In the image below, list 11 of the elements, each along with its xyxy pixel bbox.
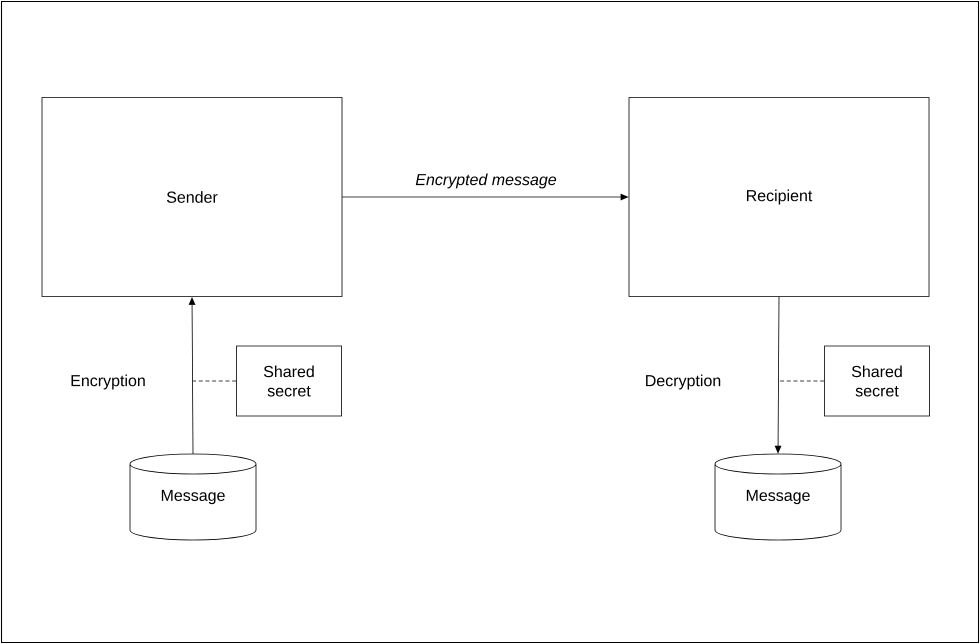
database-cylinder: Message: [714, 454, 842, 540]
database-cylinder: Message: [130, 454, 256, 540]
process-box: Recipient: [628, 97, 930, 297]
process-box: Sender: [42, 97, 342, 297]
dashed-line: [192, 380, 236, 382]
edge-label: Encrypted message: [414, 172, 558, 190]
dashed-line: [778, 380, 824, 382]
edge-label: Decryption: [643, 373, 723, 391]
process-box: Shared secret: [236, 346, 342, 416]
process-box: Shared secret: [824, 346, 930, 416]
edge-label: Encryption: [68, 373, 148, 391]
